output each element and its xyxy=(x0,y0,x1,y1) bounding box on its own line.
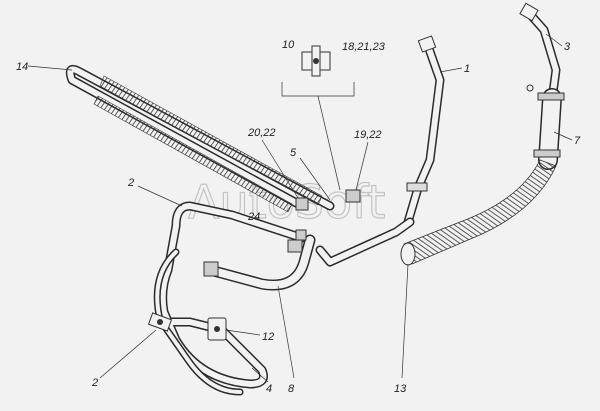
label-7: 7 xyxy=(574,135,581,147)
label-18-21-23: 18,21,23 xyxy=(342,41,386,53)
hose-8 xyxy=(203,234,316,291)
tube-2-4 xyxy=(147,201,307,396)
label-8: 8 xyxy=(288,383,295,395)
corrugated-hose-13 xyxy=(400,159,557,266)
label-24: 24 xyxy=(247,211,260,223)
label-2-upper: 2 xyxy=(127,177,134,189)
bracket-12 xyxy=(207,317,227,341)
fittings xyxy=(295,189,361,241)
label-20-22: 20,22 xyxy=(247,127,276,139)
label-14: 14 xyxy=(16,61,28,73)
leader-lines xyxy=(27,33,573,383)
valve-detail xyxy=(281,45,355,191)
connecting-tube xyxy=(315,217,415,267)
label-19-22: 19,22 xyxy=(354,129,382,141)
label-10: 10 xyxy=(282,39,295,51)
label-12: 12 xyxy=(262,331,274,343)
label-13: 13 xyxy=(394,383,407,395)
hose-3-7 xyxy=(519,2,565,170)
label-4: 4 xyxy=(266,383,272,395)
label-1: 1 xyxy=(464,63,470,75)
label-5: 5 xyxy=(290,147,297,159)
label-2-lower: 2 xyxy=(91,377,98,389)
label-3: 3 xyxy=(564,41,571,53)
tube-1 xyxy=(403,35,445,227)
